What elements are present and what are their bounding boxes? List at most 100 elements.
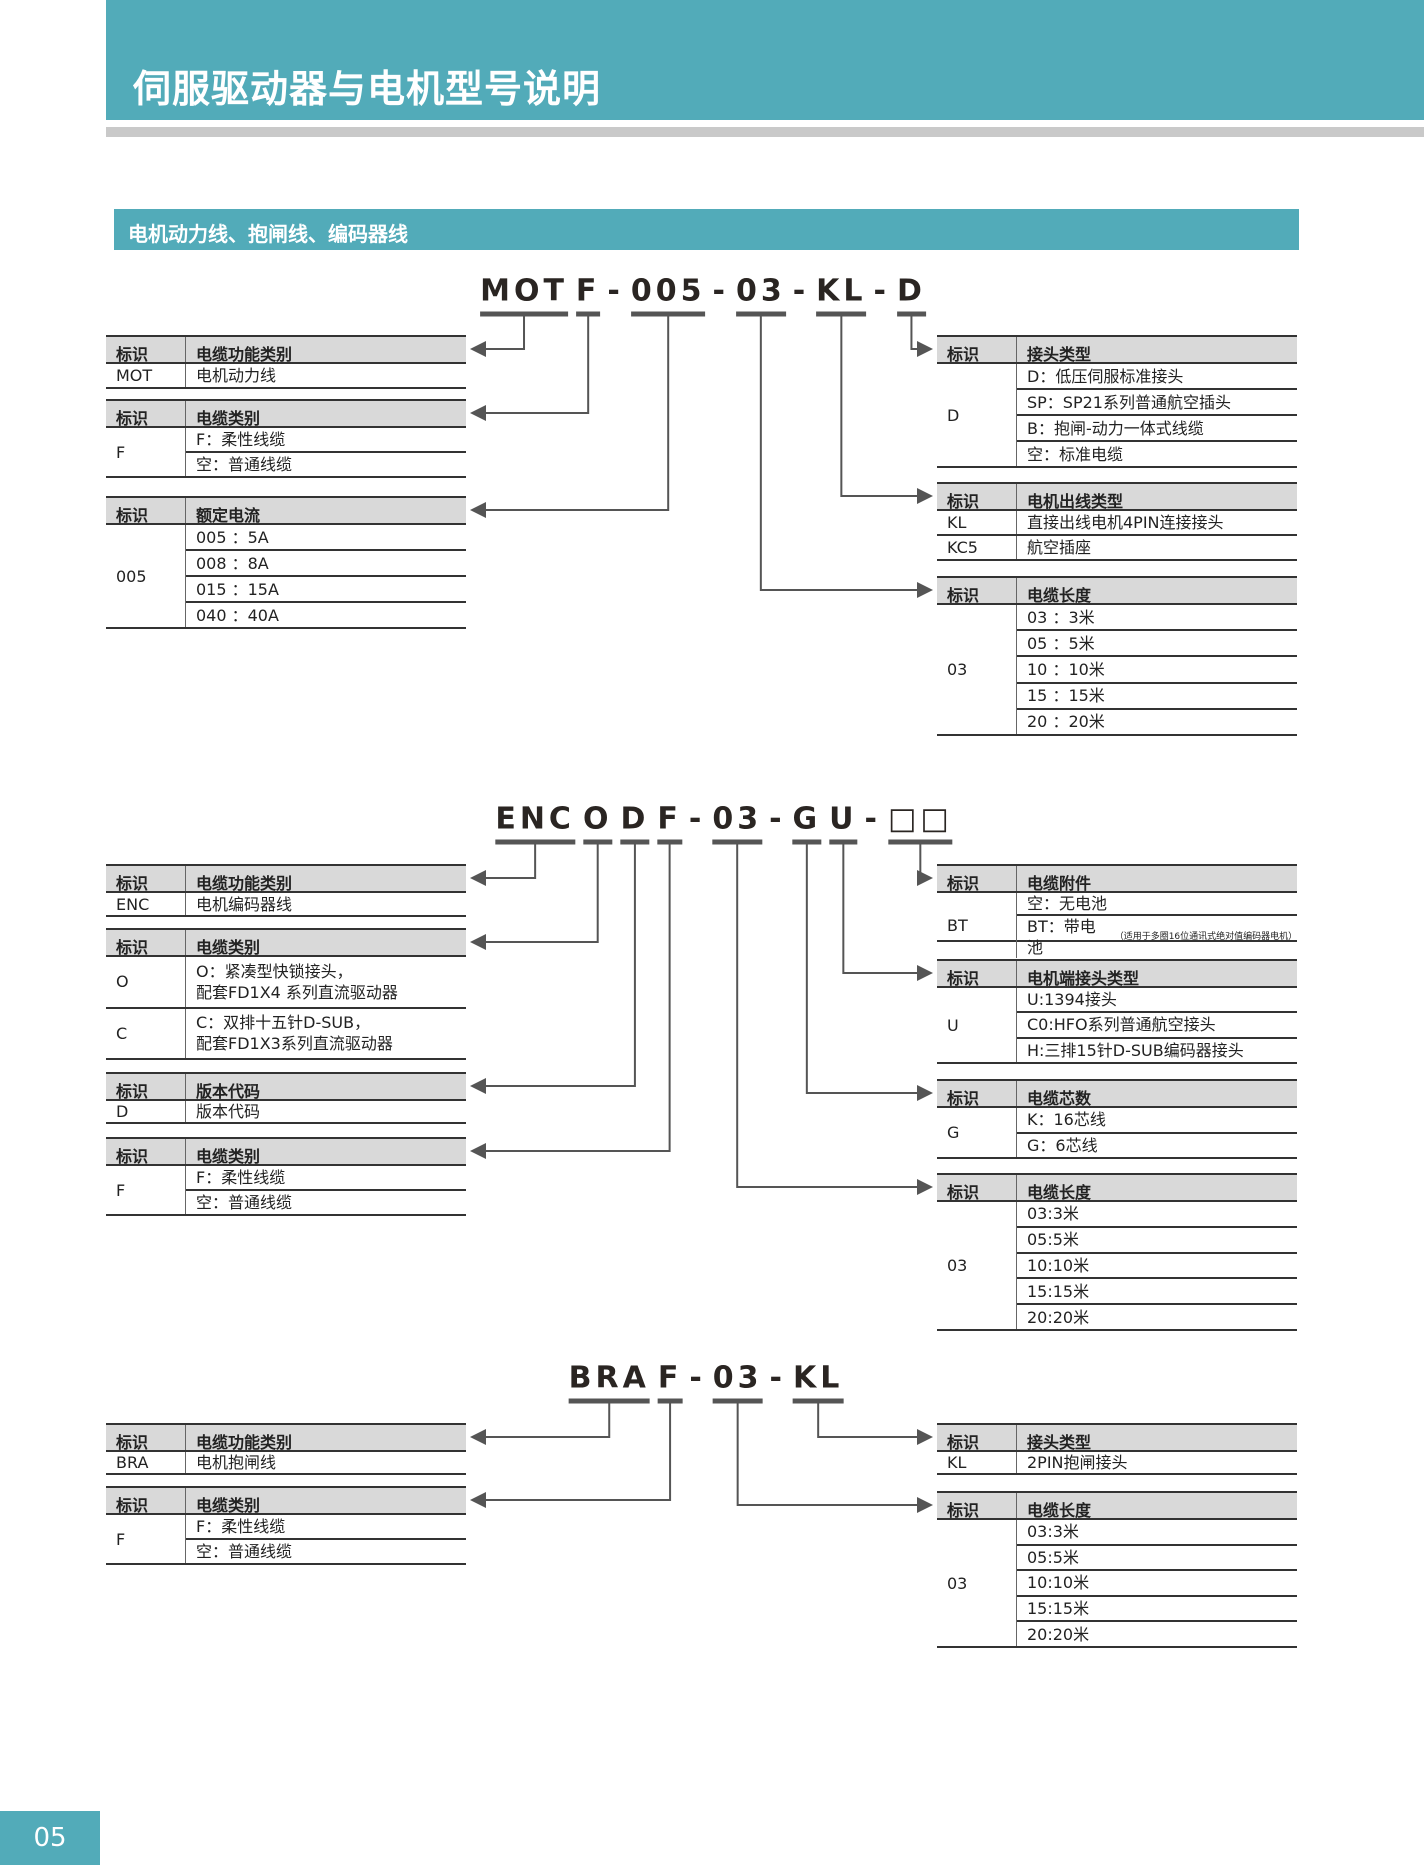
header-code-label: 标识 [937,578,1017,605]
code-separator: - [873,273,890,309]
table-header: 标识电缆芯数 [937,1081,1297,1108]
table-header: 标识版本代码 [106,1074,466,1101]
connector-arrow [470,844,537,886]
connector-arrow [470,316,670,518]
code-segment: U [829,802,858,845]
connector-arrow [917,844,933,886]
table-row: 空：标准电缆 [1017,440,1297,466]
table-row: 03 ：3米 [1027,607,1095,627]
row-code: KL [937,511,1017,534]
table-row: 05 ：5米 [1017,629,1297,655]
table-header: 标识电缆类别 [106,930,466,957]
table-row: 040 ：40A [186,601,466,627]
table-row: 005 ：5A [196,527,269,547]
connector-arrow [470,844,636,1094]
table-code: KL [937,1452,1017,1473]
table-header: 标识电缆类别 [106,1488,466,1515]
table-row: 版本代码 [196,1102,261,1121]
table-row: BT：带电池（适用于多圈16位通讯式绝对值编码器电机） [1017,914,1297,958]
table-rows: 电机抱闸线 [186,1452,466,1473]
connector-arrow [470,1403,672,1508]
table-row: 10:10米 [1017,1251,1297,1278]
table-code: U [937,988,1017,1062]
code-segment: O [582,802,613,845]
section-header: 电机动力线、抱闸线、编码器线 [114,209,1299,250]
table-row: 05:5米 [1017,1543,1297,1570]
code-segment: F [657,802,682,845]
table-row: 电机编码器线 [196,894,293,914]
table-row: B：抱闸-动力一体式线缆 [1017,414,1297,440]
code-separator: - [688,801,706,837]
table-rows: 电机编码器线 [186,893,466,915]
code-separator: - [712,273,729,309]
row-code: C [106,1008,186,1058]
connector-arrow [736,1403,933,1513]
table-row: 电机抱闸线 [196,1453,277,1472]
row-code: O [106,957,186,1007]
row-text: C：双排十五针D-SUB， 配套FD1X3系列直流驱动器 [196,1013,393,1054]
header-title: 电缆功能类别 [196,874,293,893]
code-separator: - [689,1360,706,1396]
table-code: D [106,1101,186,1122]
header-code-label: 标识 [937,337,1017,364]
code-segment: □□ [887,802,953,845]
connector-arrow [817,1403,933,1445]
header-title: 电缆长度 [1027,1501,1092,1520]
header-code-label: 标识 [106,1139,186,1166]
header-code-label: 标识 [937,1081,1017,1108]
page-title: 伺服驱动器与电机型号说明 [133,67,602,111]
table-row: U:1394接头 [1027,990,1117,1010]
table-row: F：柔性线缆 [196,430,286,449]
header-code-label: 标识 [937,961,1017,988]
table-row: 008 ：8A [186,549,466,575]
header-title: 接头类型 [1027,1433,1092,1452]
connector-arrow [470,316,526,357]
table-header: 标识电机端接头类型 [937,961,1297,988]
header-title: 电缆芯数 [1027,1089,1092,1108]
table-code: MOT [106,364,186,387]
table-row: 03:3米 [1027,1522,1079,1542]
code-segment: D [620,802,650,845]
header-code-label: 标识 [106,1488,186,1515]
header-code-label: 标识 [106,866,186,893]
table-code: 03 [937,1520,1017,1646]
table-header: 标识电缆功能类别 [106,337,466,364]
table-row: 15:15米 [1017,1594,1297,1621]
table-body: KL 2PIN抱闸接头 [937,1452,1297,1473]
code-separator: - [769,1360,786,1396]
header-title: 版本代码 [196,1082,261,1101]
header-divider [106,127,1424,137]
table-header: 标识电缆长度 [937,578,1297,605]
header-title: 电缆类别 [196,409,261,428]
header-code-label: 标识 [106,401,186,428]
header-title: 电缆类别 [196,938,261,957]
connector-arrow [470,844,671,1159]
table-rows: 2PIN抱闸接头 [1017,1452,1297,1473]
table-row: 空：普通线缆 [186,1538,466,1563]
connector-arrow [805,844,933,1101]
code-segment: 005 [630,274,706,317]
table-header: 标识接头类型 [937,1425,1297,1452]
header-title: 电缆类别 [196,1147,261,1166]
table-row: 2PIN抱闸接头 [1027,1453,1128,1472]
table-header: 标识电缆附件 [937,866,1297,893]
page-header-band: 伺服驱动器与电机型号说明 [106,0,1424,120]
code-segment: 03 [712,1361,763,1404]
